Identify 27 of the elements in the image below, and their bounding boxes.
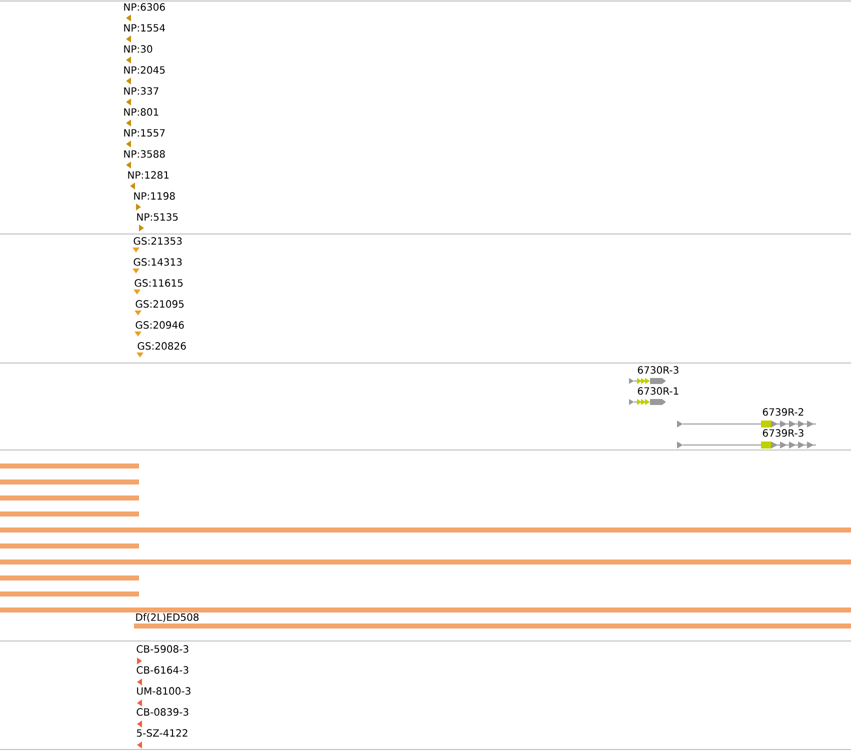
feature-label: CB-0839-3 bbox=[136, 708, 188, 716]
feature-label: NP:5135 bbox=[137, 213, 178, 221]
feature-label: NP:801 bbox=[124, 108, 158, 116]
feature-label: 6730R-3 bbox=[638, 366, 678, 374]
feature-label: GS:11615 bbox=[134, 279, 183, 287]
feature-label: 6739R-3 bbox=[762, 429, 804, 437]
feature-label: Df(2L)ED508 bbox=[136, 613, 199, 622]
feature-label: NP:1281 bbox=[128, 171, 169, 179]
feature-label: GS:21353 bbox=[134, 237, 182, 245]
feature-label: UM-8100-3 bbox=[137, 687, 190, 695]
feature-label: GS:20826 bbox=[138, 342, 186, 350]
feature-label: 5-SZ-4122 bbox=[136, 729, 188, 737]
feature-label: NP:2045 bbox=[124, 66, 165, 74]
feature-label: NP:1554 bbox=[124, 24, 165, 32]
feature-label: GS:21095 bbox=[136, 300, 184, 308]
feature-label: NP:1198 bbox=[134, 192, 175, 200]
feature-label: 6739R-2 bbox=[762, 408, 804, 416]
feature-label: GS:14313 bbox=[134, 258, 182, 266]
feature-label: CB-5908-3 bbox=[136, 645, 188, 653]
feature-label: GS:20946 bbox=[136, 321, 184, 329]
feature-label: 6730R-1 bbox=[638, 387, 678, 395]
feature-label: NP:3588 bbox=[124, 150, 165, 158]
feature-label: NP:6306 bbox=[124, 3, 165, 11]
feature-label: NP:30 bbox=[124, 45, 152, 53]
feature-label: NP:1557 bbox=[124, 129, 165, 137]
feature-label: NP:337 bbox=[124, 87, 158, 95]
feature-label: CB-6164-3 bbox=[136, 666, 188, 674]
